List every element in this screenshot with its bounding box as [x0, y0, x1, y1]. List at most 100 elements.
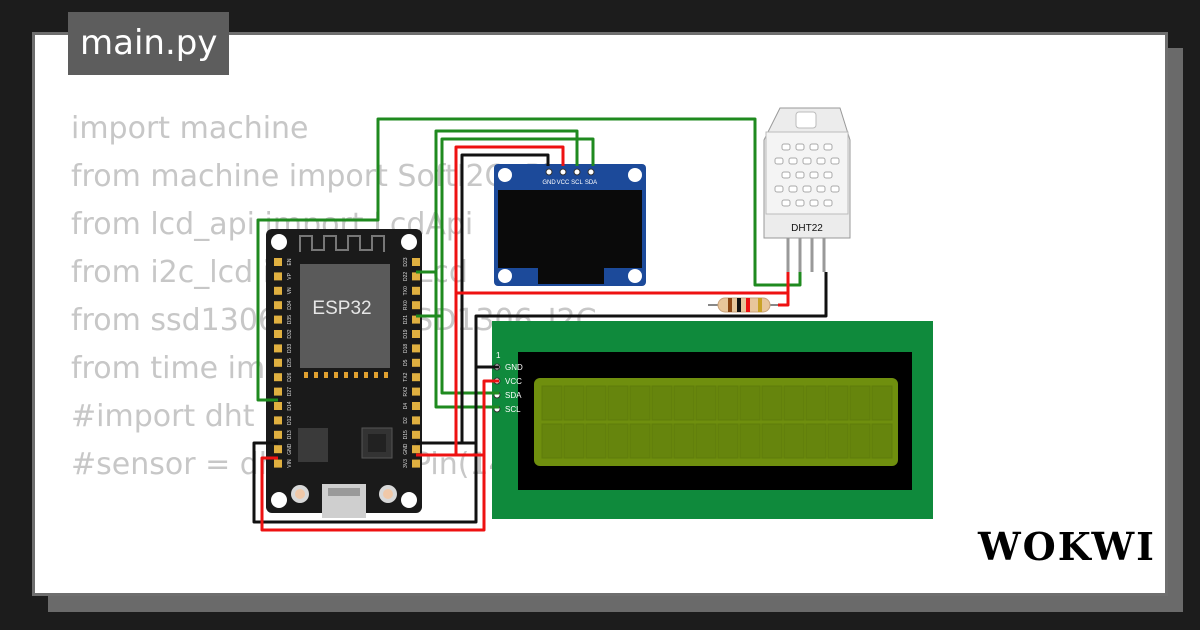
wire-black [252, 441, 478, 524]
esp32-pin[interactable] [412, 344, 420, 353]
esp32-pin[interactable] [412, 373, 420, 382]
lcd-char-cell [563, 423, 585, 459]
oled-display[interactable]: GND VCC SCL SDA [494, 164, 646, 286]
lcd-char-cell [607, 385, 629, 421]
esp32-pin-label: 3V3 [403, 459, 409, 468]
esp32-pin[interactable] [274, 301, 282, 310]
esp32-pin-label: D23 [403, 257, 409, 266]
esp32-pin-label: D18 [403, 344, 409, 353]
lcd-char-cell [805, 385, 827, 421]
esp32-pin-label: VP [287, 272, 293, 279]
esp32-pin-label: D5 [403, 359, 409, 366]
esp32-pin[interactable] [274, 258, 282, 266]
wire-red [260, 455, 486, 532]
lcd-char-cell [827, 385, 849, 421]
dht22-sensor[interactable]: DHT22 [763, 107, 851, 272]
esp32-pin[interactable] [274, 344, 282, 353]
lcd-char-cell [629, 385, 651, 421]
esp32-pin[interactable] [412, 387, 420, 396]
wire-green [256, 117, 802, 402]
esp32-pin[interactable] [412, 459, 420, 468]
esp32-pin[interactable] [274, 387, 282, 396]
wire-black [416, 153, 550, 445]
esp32-pin[interactable] [274, 445, 282, 454]
file-name-tab: main.py [68, 12, 230, 75]
esp32-pin-label: D32 [287, 329, 293, 338]
esp32-pin[interactable] [412, 301, 420, 310]
lcd-char-cell [761, 423, 783, 459]
lcd-char-cell [761, 385, 783, 421]
esp32-pin[interactable] [412, 258, 420, 266]
esp32-pin[interactable] [274, 373, 282, 382]
lcd-char-cell [673, 423, 695, 459]
wires [252, 117, 828, 532]
esp32-pin-label: D15 [403, 430, 409, 439]
esp32-pin[interactable] [412, 330, 420, 338]
wire-green [416, 137, 595, 318]
lcd-char-cell [651, 385, 673, 421]
wire-red [456, 379, 499, 457]
lcd-char-cell [805, 423, 827, 459]
lcd-pin-label: SCL [505, 405, 521, 414]
esp32-pin[interactable] [274, 358, 282, 367]
lcd1602-display[interactable]: 1 GND VCC SDA SCL [492, 321, 933, 519]
wire-green [440, 316, 499, 395]
pullup-resistor[interactable] [708, 297, 778, 313]
wire-red [454, 272, 790, 298]
lcd-char-cell [541, 385, 563, 421]
oled-pin-label: GND [542, 180, 556, 186]
lcd-pin-label: SDA [505, 391, 522, 400]
esp32-pin[interactable] [412, 272, 420, 281]
lcd-pin-label: GND [505, 363, 523, 372]
esp32-pin-label: RX0 [403, 300, 409, 310]
esp32-pin-label: GND [287, 443, 293, 455]
esp32-pin[interactable] [274, 272, 282, 281]
esp32-pin[interactable] [274, 402, 282, 410]
oled-pin-label: SCL [571, 180, 583, 186]
lcd-char-cell [541, 423, 563, 459]
lcd-char-cell [849, 385, 871, 421]
esp32-pin[interactable] [274, 330, 282, 338]
esp32-pin[interactable] [274, 286, 282, 295]
code-line: from lcd_api import LcdApi [71, 207, 474, 242]
code-line: import machine [71, 111, 309, 146]
esp32-pin-label: D33 [287, 344, 293, 353]
esp32-pin[interactable] [274, 430, 282, 439]
esp32-pin-label: VN [287, 287, 293, 294]
esp32-pin[interactable] [412, 315, 420, 324]
lcd-char-cell [717, 385, 739, 421]
lcd-pin-index: 1 [496, 351, 501, 360]
esp32-board[interactable]: ESP32 ENVPVND34D35D32D33D25D26D27D14D12D… [266, 229, 422, 518]
lcd-char-cell [827, 423, 849, 459]
esp32-pin[interactable] [412, 416, 420, 425]
esp32-pin-label: VIN [287, 459, 293, 468]
wire-green [416, 129, 579, 274]
esp32-pin-label: D27 [287, 387, 293, 396]
lcd-char-cell [585, 423, 607, 459]
esp32-pin[interactable] [412, 358, 420, 367]
esp32-pin-label: D19 [403, 329, 409, 338]
esp32-pin[interactable] [412, 286, 420, 295]
lcd-char-cell [783, 423, 805, 459]
esp32-pin[interactable] [274, 416, 282, 425]
lcd-char-cell [739, 423, 761, 459]
esp32-pin-label: D2 [403, 417, 409, 424]
lcd-char-cell [871, 385, 893, 421]
wire-red [778, 293, 790, 307]
esp32-pin[interactable] [274, 459, 282, 468]
esp32-pin-label: D21 [403, 315, 409, 324]
esp32-pin[interactable] [274, 315, 282, 324]
esp32-pin-label: GND [403, 443, 409, 455]
esp32-pin-label: TX2 [403, 372, 409, 381]
esp32-pin-label: D12 [287, 416, 293, 425]
esp32-pin[interactable] [412, 445, 420, 454]
lcd-char-cell [717, 423, 739, 459]
esp32-pin[interactable] [412, 430, 420, 439]
lcd-char-cell [871, 423, 893, 459]
esp32-pin-label: D13 [287, 430, 293, 439]
esp32-pin-label: D26 [287, 372, 293, 381]
esp32-pin-label: D14 [287, 401, 293, 410]
esp32-pin[interactable] [412, 402, 420, 410]
